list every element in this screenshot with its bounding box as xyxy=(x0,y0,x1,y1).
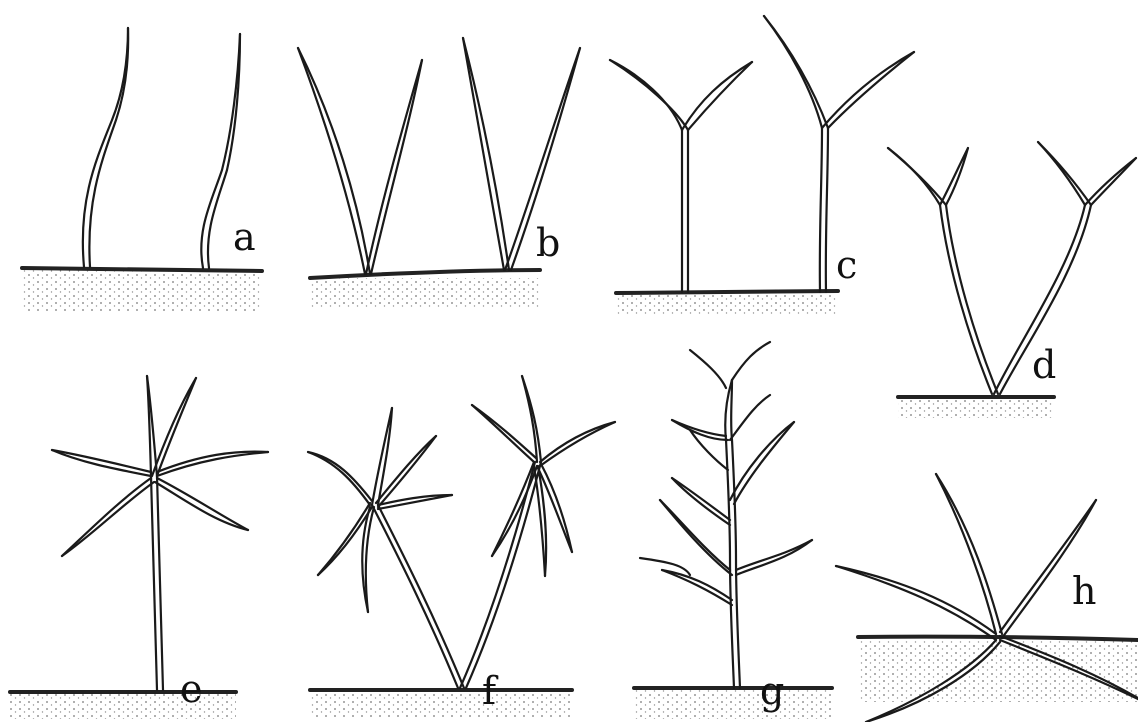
two-armed-hair-right xyxy=(463,38,580,270)
panel-d-surface xyxy=(898,397,1054,418)
panel-a-surface xyxy=(22,268,262,311)
panel-c-surface xyxy=(616,291,838,315)
panel-b: b xyxy=(298,38,580,308)
panel-label-e: e xyxy=(180,667,203,711)
two-armed-hair-left xyxy=(298,48,422,274)
panel-g: g xyxy=(634,342,832,719)
panel-label-c: c xyxy=(836,243,857,287)
panel-f-surface xyxy=(310,690,572,717)
stellate-hair xyxy=(52,376,268,690)
panel-label-g: g xyxy=(760,669,784,713)
stalked-stellate-hair-left xyxy=(308,408,464,688)
panel-e: e xyxy=(10,376,268,719)
simple-hair-left xyxy=(83,28,128,267)
panel-h-surface xyxy=(858,637,1138,702)
panel-f: f xyxy=(308,376,615,717)
panel-d: d xyxy=(888,142,1136,418)
panel-g-surface xyxy=(634,688,832,719)
panel-label-d: d xyxy=(1032,343,1056,387)
panel-a: a xyxy=(22,28,262,311)
panel-b-surface xyxy=(310,270,540,308)
panel-label-b: b xyxy=(536,221,560,265)
stalked-forked-hairs xyxy=(888,142,1136,394)
panel-label-h: h xyxy=(1072,569,1096,613)
panel-c: c xyxy=(610,16,914,315)
panel-label-a: a xyxy=(233,215,256,259)
stalked-stellate-hair-right xyxy=(460,376,615,688)
dendritic-hair xyxy=(640,342,812,688)
forked-hair-left xyxy=(610,60,752,292)
panel-h: h xyxy=(836,474,1138,722)
